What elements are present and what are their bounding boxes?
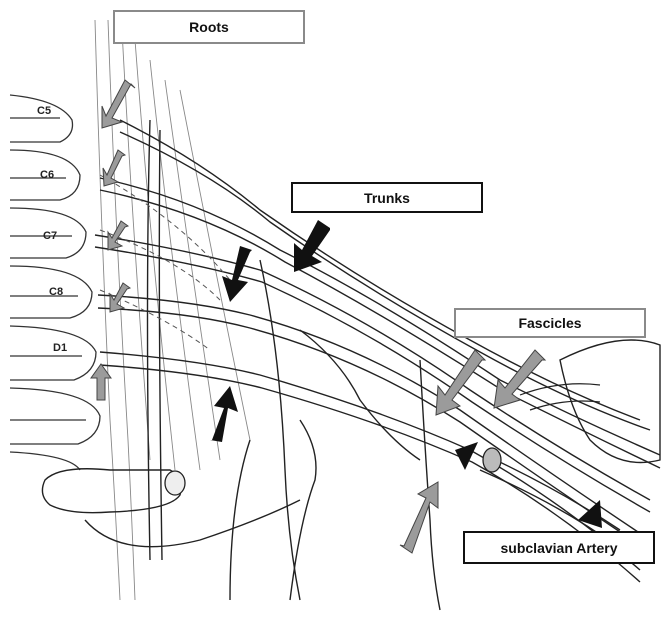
level-d1: D1 bbox=[53, 342, 67, 354]
gray-arrow-fascicle-2 bbox=[494, 350, 545, 408]
black-arrow-trunk-2 bbox=[222, 246, 252, 302]
fascicles-label: Fascicles bbox=[454, 308, 646, 338]
gray-arrow-c7 bbox=[108, 221, 128, 250]
gray-arrow-bottom bbox=[400, 482, 438, 553]
roots-label-text: Roots bbox=[189, 19, 229, 35]
black-arrowhead-artery-2 bbox=[578, 500, 602, 528]
gray-arrow-c6 bbox=[103, 150, 125, 186]
fascicles-label-text: Fascicles bbox=[518, 315, 581, 331]
trunks-label: Trunks bbox=[291, 182, 483, 213]
black-arrows bbox=[210, 220, 602, 528]
subclavian-artery-label-text: subclavian Artery bbox=[501, 540, 618, 556]
level-c5: C5 bbox=[37, 105, 51, 117]
gray-arrow-c5 bbox=[102, 80, 135, 128]
level-c6: C6 bbox=[40, 169, 54, 181]
subclavian-artery-label: subclavian Artery bbox=[463, 531, 655, 564]
black-arrow-trunk-1 bbox=[294, 220, 330, 272]
black-arrowhead-artery-1 bbox=[455, 442, 478, 470]
black-arrow-trunk-3 bbox=[210, 386, 238, 442]
roots-label: Roots bbox=[113, 10, 305, 44]
trunks-label-text: Trunks bbox=[364, 190, 410, 206]
level-c7: C7 bbox=[43, 230, 57, 242]
vertebral-column bbox=[10, 95, 100, 470]
level-c8: C8 bbox=[49, 286, 63, 298]
